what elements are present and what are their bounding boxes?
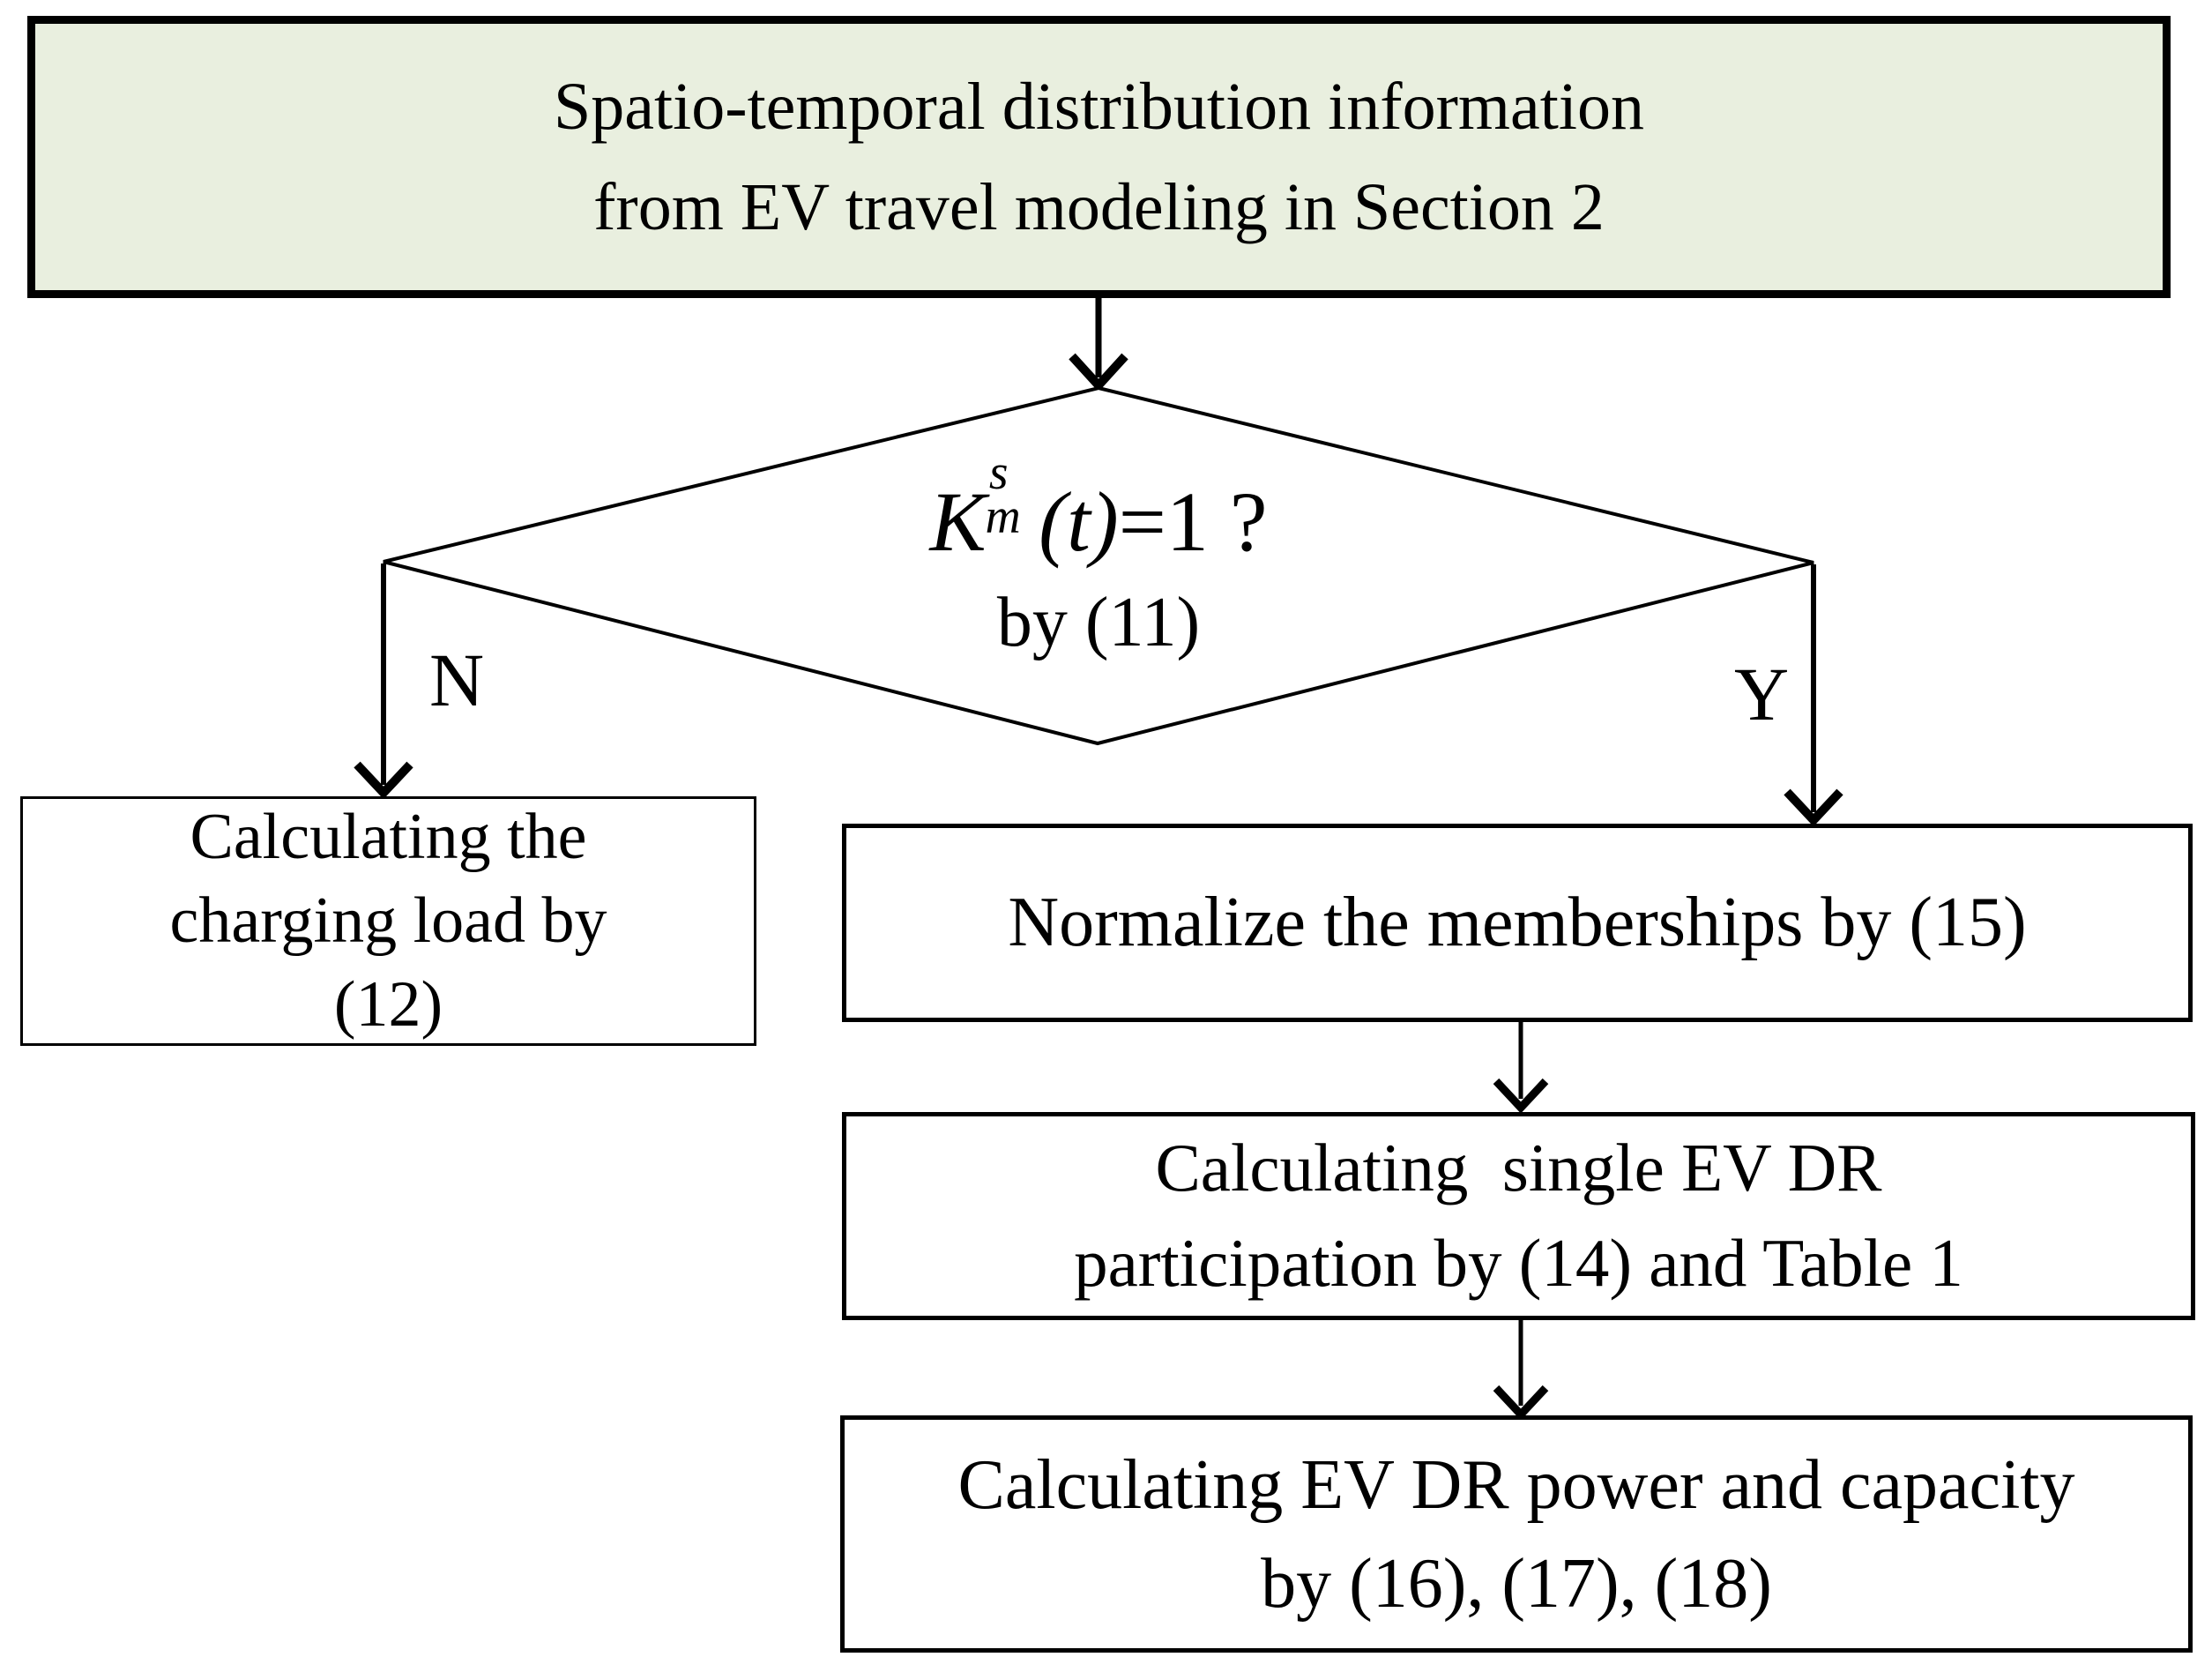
charging-load-line-1: Calculating the — [190, 801, 587, 874]
participation-box: Calculating single EV DR participation b… — [842, 1112, 2195, 1320]
formula-argument: (t) — [1039, 474, 1119, 569]
charging-load-line-2: charging load by — [169, 885, 607, 958]
formula-superscript: s — [988, 445, 1009, 501]
normalize-box: Normalize the memberships by (15) — [842, 824, 2193, 1022]
power-capacity-line-1: Calculating EV DR power and capacity — [957, 1445, 2075, 1524]
arrow-normalize-to-participation — [1493, 1022, 1549, 1114]
title-line-1: Spatio-temporal distribution information — [554, 70, 1644, 144]
participation-line-1: Calculating single EV DR — [1155, 1130, 1882, 1206]
decision-diamond — [383, 385, 1814, 746]
arrow-yes-branch — [1784, 564, 1843, 827]
title-line-2: from EV travel modeling in Section 2 — [593, 170, 1605, 244]
arrow-title-to-decision — [1069, 298, 1128, 392]
power-capacity-line-2: by (16), (17), (18) — [1261, 1544, 1772, 1623]
arrow-participation-to-power — [1493, 1320, 1549, 1421]
decision-reference: by (11) — [996, 584, 1201, 661]
arrow-no-branch — [354, 564, 413, 800]
charging-load-box: Calculating the charging load by (12) — [20, 796, 756, 1046]
normalize-line-1: Normalize the memberships by (15) — [1008, 884, 2027, 961]
formula-subscript: m — [985, 489, 1021, 544]
branch-label-yes: Y — [1733, 652, 1790, 736]
participation-line-2: participation by (14) and Table 1 — [1074, 1225, 1963, 1301]
formula-condition: =1 ? — [1118, 474, 1268, 569]
formula-k: K — [929, 474, 987, 569]
title-box: Spatio-temporal distribution information… — [27, 16, 2171, 298]
power-capacity-box: Calculating EV DR power and capacity by … — [840, 1415, 2193, 1653]
branch-label-no: N — [428, 638, 485, 722]
charging-load-line-3: (12) — [333, 967, 443, 1041]
